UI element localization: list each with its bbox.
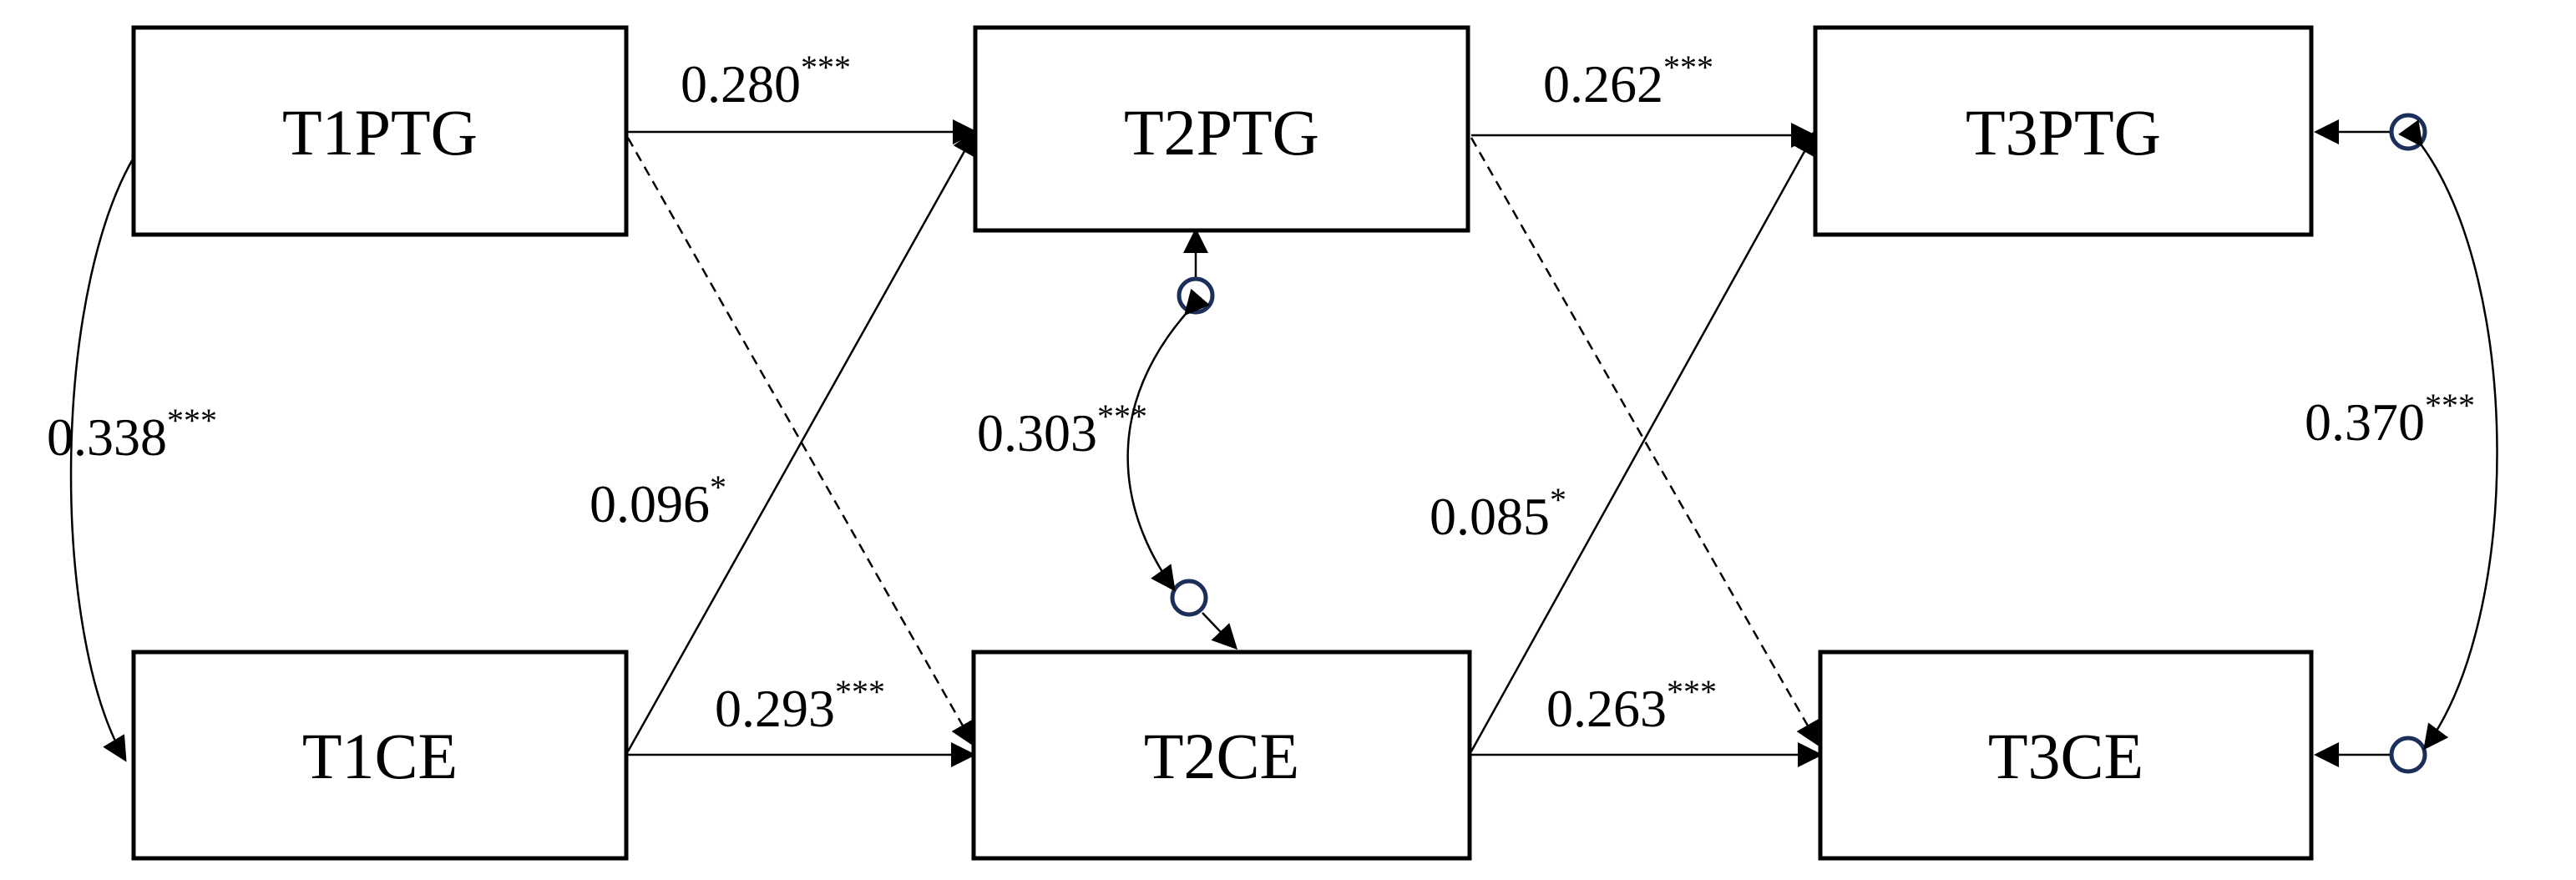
- coef-sig: ***: [835, 673, 885, 711]
- node-label-t1ptg: T1PTG: [282, 96, 478, 169]
- path-t1ce-t2ptg: [626, 129, 977, 752]
- coef-sig: ***: [1097, 397, 1147, 435]
- error-arrow-t2ce: [1202, 612, 1238, 650]
- node-label-t3ce: T3CE: [1988, 720, 2143, 792]
- coef-t1ptg-t2ptg: 0.280***: [681, 48, 851, 114]
- coef-value: 0.085: [1430, 487, 1550, 546]
- coef-value: 0.370: [2305, 392, 2425, 452]
- coef-sig: ***: [1663, 48, 1713, 86]
- path-t2ce-t3ptg: [1470, 129, 1817, 752]
- coef-t2ce-t3ce: 0.263***: [1546, 673, 1717, 738]
- coef-sig: ***: [2425, 387, 2475, 424]
- node-label-t2ptg: T2PTG: [1124, 96, 1319, 169]
- covariance-t2: [1126, 288, 1211, 592]
- node-t3ptg: T3PTG: [1813, 25, 2314, 237]
- node-label-t1ce: T1CE: [302, 720, 458, 792]
- node-t1ce: T1CE: [131, 650, 629, 861]
- covariance-t3: [2398, 119, 2498, 751]
- coef-value: 0.096: [590, 474, 710, 534]
- error-term-t3ptg: [2389, 113, 2427, 151]
- error-term-t2ptg: [1177, 276, 1215, 315]
- coef-sig: ***: [167, 402, 217, 439]
- node-t3ce: T3CE: [1818, 650, 2314, 861]
- coef-t1ce-t2ptg: 0.096*: [590, 468, 726, 534]
- error-term-t3ce: [2389, 736, 2427, 774]
- coef-t2ptg-t3ptg: 0.262***: [1543, 48, 1713, 114]
- coef-sig: *: [1550, 481, 1566, 518]
- coef-sig: *: [710, 468, 726, 506]
- error-term-t2ce: [1170, 579, 1208, 617]
- node-t2ce: T2CE: [971, 650, 1472, 861]
- coef-t1ce-t2ce: 0.293***: [715, 673, 885, 738]
- coef-value: 0.280: [681, 54, 801, 114]
- covariance-t1: [69, 116, 167, 762]
- coef-t1-covariance: 0.338***: [47, 402, 217, 467]
- coef-t2ce-t3ptg: 0.085*: [1430, 481, 1566, 546]
- coef-sig: ***: [801, 48, 851, 86]
- node-label-t2ce: T2CE: [1144, 720, 1299, 792]
- node-t1ptg: T1PTG: [131, 25, 629, 237]
- coef-value: 0.338: [47, 407, 167, 467]
- coef-value: 0.262: [1543, 54, 1663, 114]
- coef-value: 0.263: [1546, 679, 1667, 738]
- node-t2ptg: T2PTG: [973, 25, 1470, 233]
- coef-value: 0.293: [715, 679, 835, 738]
- node-label-t3ptg: T3PTG: [1966, 96, 2161, 169]
- coef-t3-covariance: 0.370***: [2305, 387, 2475, 452]
- coef-value: 0.303: [977, 403, 1097, 463]
- path-t2ptg-t3ce: [1470, 137, 1820, 747]
- coef-t2-covariance: 0.303***: [977, 397, 1147, 463]
- coef-sig: ***: [1667, 673, 1717, 711]
